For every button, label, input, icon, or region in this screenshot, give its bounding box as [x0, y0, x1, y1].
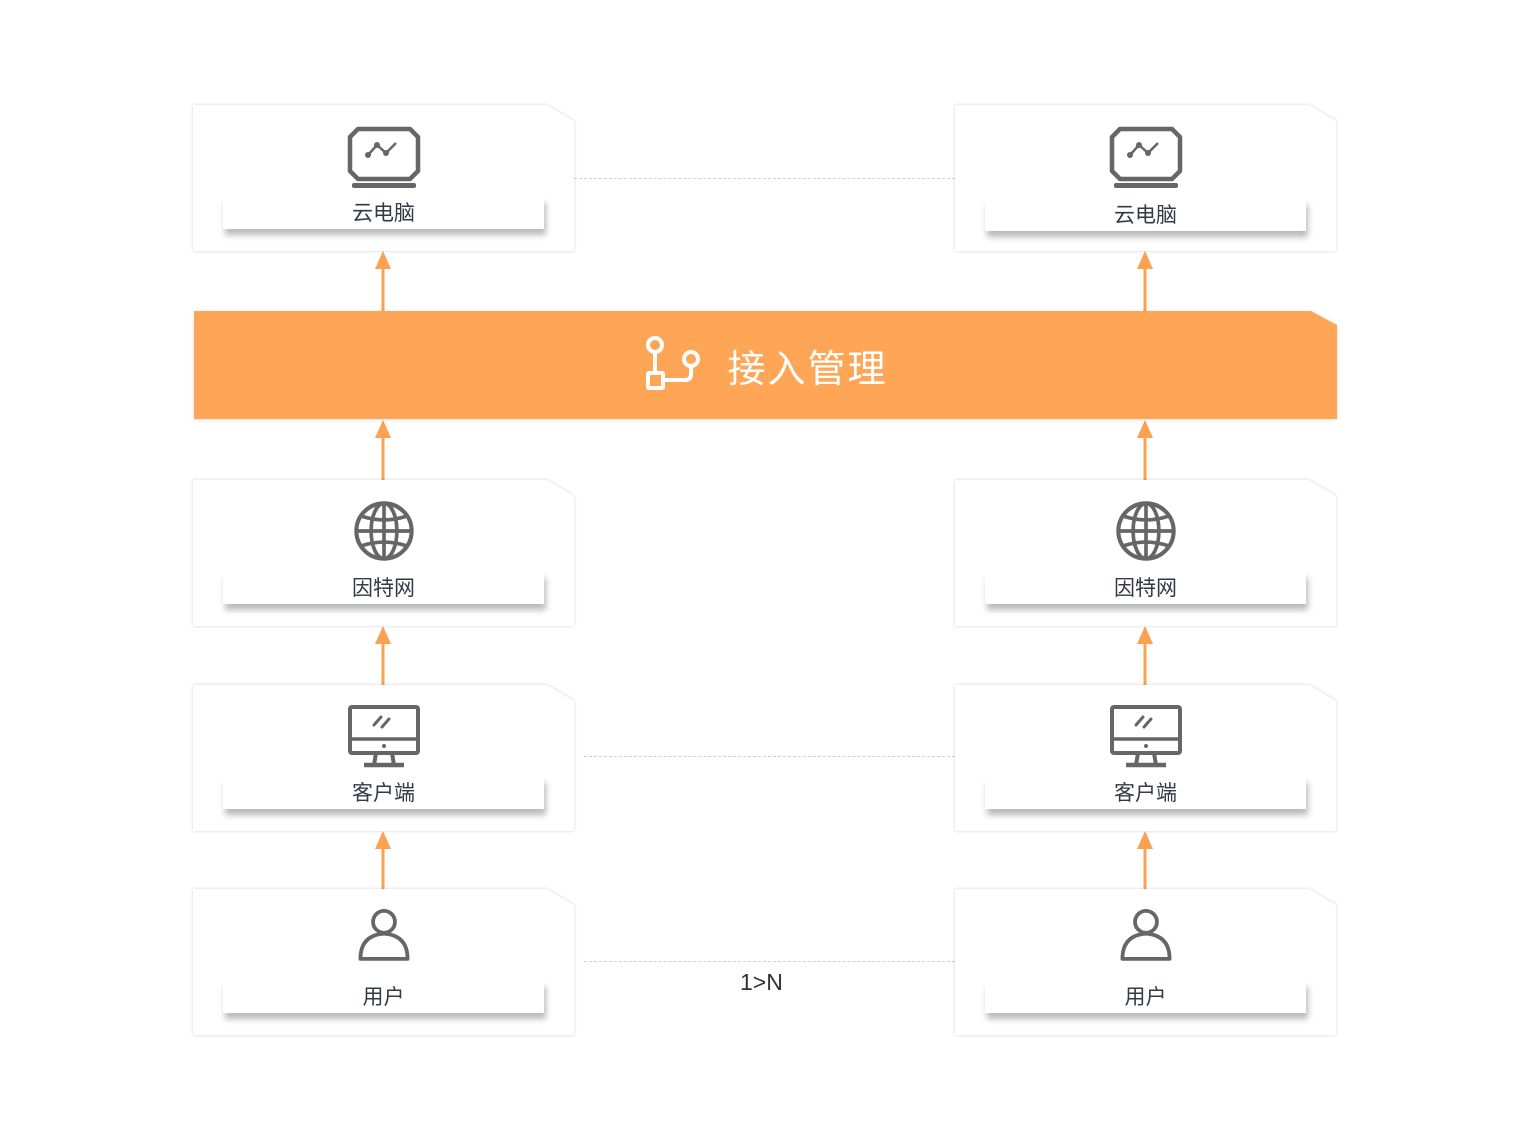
node-card-client-right[interactable]: 客户端 — [955, 685, 1336, 831]
node-card-user-right[interactable]: 用户 — [955, 889, 1336, 1035]
node-card-user-left[interactable]: 用户 — [193, 889, 574, 1035]
globe-icon — [353, 501, 414, 561]
user-link-dashed-line — [584, 961, 955, 962]
monitor-icon — [1109, 705, 1182, 768]
arrow-up-icon — [1137, 831, 1153, 889]
client-link-dashed-line — [584, 756, 955, 757]
node-card-client-left[interactable]: 客户端 — [193, 685, 574, 831]
arrow-up-icon — [375, 251, 391, 311]
arrow-up-icon — [375, 420, 391, 480]
node-label: 云电脑 — [985, 199, 1306, 231]
monitor-icon — [347, 705, 420, 768]
arrow-up-icon — [375, 626, 391, 685]
node-card-cloud-left[interactable]: 云电脑 — [193, 105, 574, 251]
cloud-link-dashed-line — [574, 178, 955, 179]
cloud-desktop-icon — [1109, 126, 1182, 188]
globe-icon — [1115, 501, 1176, 561]
node-card-internet-left[interactable]: 因特网 — [193, 480, 574, 626]
node-card-internet-right[interactable]: 因特网 — [955, 480, 1336, 626]
node-label: 用户 — [985, 981, 1306, 1013]
arrow-up-icon — [375, 831, 391, 889]
node-label: 因特网 — [223, 572, 544, 604]
arrow-up-icon — [1137, 420, 1153, 480]
node-label: 因特网 — [985, 572, 1306, 604]
node-label: 用户 — [223, 981, 544, 1013]
relation-label: 1>N — [740, 969, 783, 995]
node-card-cloud-right[interactable]: 云电脑 — [955, 105, 1336, 251]
cloud-desktop-icon — [347, 126, 420, 188]
node-label: 云电脑 — [223, 197, 544, 229]
node-label: 客户端 — [223, 777, 544, 809]
user-icon — [358, 909, 409, 961]
arrow-up-icon — [1137, 251, 1153, 311]
access-management-banner[interactable]: 接入管理 — [194, 311, 1337, 419]
node-label: 客户端 — [985, 777, 1306, 809]
arrow-up-icon — [1137, 626, 1153, 685]
user-icon — [1120, 909, 1171, 961]
banner-title: 接入管理 — [727, 346, 888, 391]
access-branch-icon — [646, 336, 701, 390]
